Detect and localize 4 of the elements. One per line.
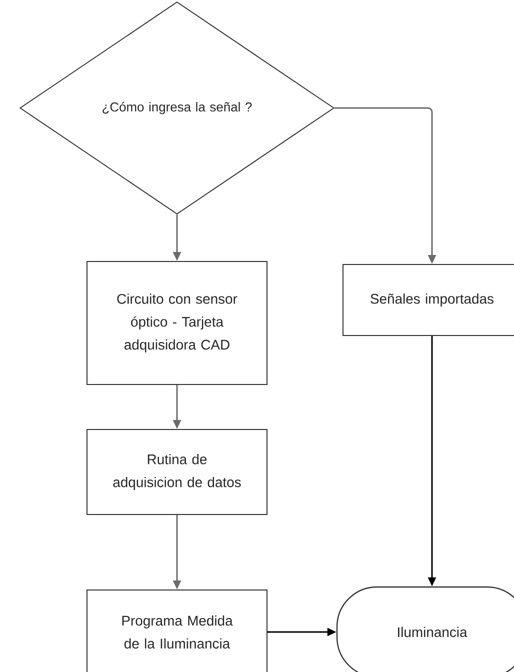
process-box: Circuito con sensor óptico - Tarjeta adquisidora CAD xyxy=(86,261,268,385)
process-box: Señales importadas xyxy=(342,264,514,336)
process-box: Rutina de adquisicion de datos xyxy=(86,429,268,515)
process-box: Programa Medida de la Iluminancia xyxy=(86,590,268,672)
